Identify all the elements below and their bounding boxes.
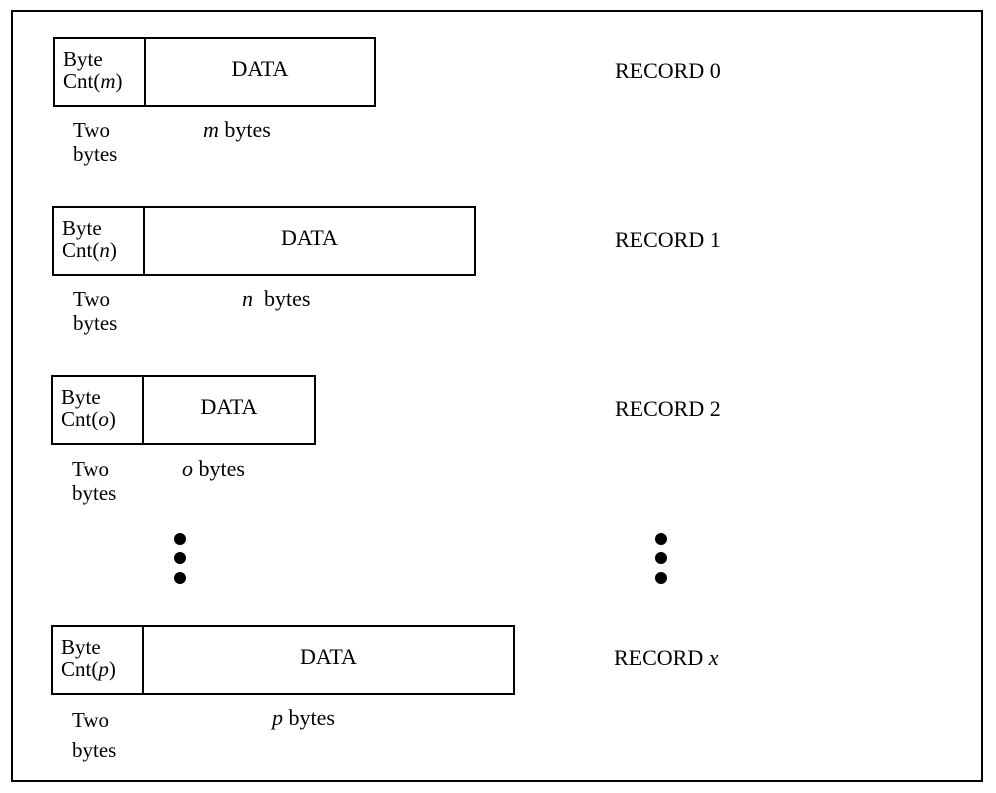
record-prefix: RECORD: [614, 645, 704, 670]
record-index: 1: [709, 227, 721, 252]
size-variable: n: [242, 286, 253, 311]
record-x-box: Byte Cnt(p) DATA: [51, 625, 515, 695]
two-bytes-label: Two bytes: [73, 287, 117, 335]
ellipsis-dot: [174, 533, 186, 545]
size-variable: o: [182, 456, 193, 481]
two-bytes-label: Two bytes: [73, 118, 117, 166]
data-cell: DATA: [231, 56, 289, 81]
record-label-0: RECORD 0: [615, 58, 721, 84]
cnt-prefix: Cnt(: [61, 407, 99, 431]
record-label-2: RECORD 2: [615, 396, 721, 422]
ellipsis-dot: [655, 572, 667, 584]
two-label-line2: bytes: [73, 142, 118, 166]
data-cell: DATA: [200, 394, 258, 419]
two-bytes-label: Two bytes: [72, 705, 116, 765]
record-index: 2: [709, 396, 721, 421]
record-prefix: RECORD: [615, 227, 705, 252]
two-label-line2: bytes: [72, 481, 117, 505]
size-variable: p: [272, 705, 283, 730]
data-cell: DATA: [281, 225, 338, 250]
byte-count-label: Byte: [63, 47, 103, 71]
two-label-line1: Two: [73, 118, 111, 142]
byte-count-label: Byte: [61, 385, 101, 409]
record-prefix: RECORD: [615, 396, 705, 421]
byte-count-cell: Byte Cnt(n): [54, 208, 145, 274]
cnt-variable: p: [98, 657, 109, 681]
cnt-variable: o: [98, 407, 109, 431]
data-size-label: m bytes: [203, 117, 271, 143]
record-prefix: RECORD: [615, 58, 705, 83]
data-size-label: p bytes: [272, 705, 335, 731]
two-label-line2: bytes: [73, 311, 118, 335]
cnt-prefix: Cnt(: [61, 657, 99, 681]
diagram-frame: [11, 10, 983, 782]
cnt-prefix: Cnt(: [62, 238, 100, 262]
record-2-box: Byte Cnt(o) DATA: [51, 375, 316, 445]
two-label-line2: bytes: [72, 738, 117, 762]
size-unit: bytes: [224, 117, 271, 142]
size-variable: m: [203, 117, 219, 142]
byte-count-label: Byte: [62, 216, 102, 240]
byte-count-cell: Byte Cnt(m): [55, 39, 146, 105]
record-index: x: [708, 645, 719, 670]
size-unit: bytes: [264, 286, 311, 311]
data-size-label: n bytes: [242, 286, 310, 312]
cnt-prefix: Cnt(: [63, 69, 101, 93]
ellipsis-dot: [655, 552, 667, 564]
record-index: 0: [709, 58, 721, 83]
two-label-line1: Two: [72, 708, 110, 732]
cnt-variable: m: [100, 69, 116, 93]
data-size-label: o bytes: [182, 456, 245, 482]
record-1-box: Byte Cnt(n) DATA: [52, 206, 476, 276]
ellipsis-dot: [174, 572, 186, 584]
record-0-box: Byte Cnt(m) DATA: [53, 37, 376, 107]
two-label-line1: Two: [73, 287, 111, 311]
byte-count-cell: Byte Cnt(o): [53, 377, 144, 443]
ellipsis-dot: [174, 552, 186, 564]
cnt-variable: n: [99, 238, 110, 262]
ellipsis-dot: [655, 533, 667, 545]
cnt-suffix: ): [109, 238, 117, 262]
byte-count-cell: Byte Cnt(p): [53, 627, 144, 693]
record-label-x: RECORD x: [614, 645, 719, 671]
two-bytes-label: Two bytes: [72, 457, 116, 505]
cnt-suffix: ): [115, 69, 123, 93]
byte-count-label: Byte: [61, 635, 101, 659]
record-label-1: RECORD 1: [615, 227, 721, 253]
size-unit: bytes: [288, 705, 335, 730]
size-unit: bytes: [198, 456, 245, 481]
cnt-suffix: ): [108, 407, 116, 431]
two-label-line1: Two: [72, 457, 110, 481]
cnt-suffix: ): [108, 657, 116, 681]
data-cell: DATA: [300, 644, 357, 669]
